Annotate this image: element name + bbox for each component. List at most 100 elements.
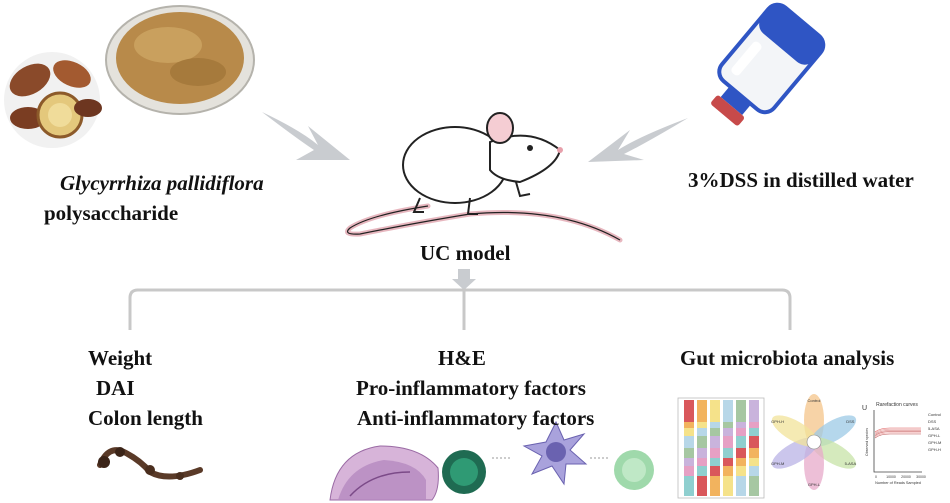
rarefaction-xtick: 10000 bbox=[886, 475, 896, 479]
rarefaction-curve bbox=[874, 432, 921, 438]
right-input-label: 3%DSS in distilled water bbox=[688, 168, 914, 192]
bar-segment bbox=[736, 422, 746, 428]
bar-segment bbox=[736, 428, 746, 436]
bar-segment bbox=[736, 436, 746, 448]
bar-segment bbox=[697, 476, 707, 496]
bar-segment bbox=[749, 428, 759, 436]
bar-segment bbox=[684, 466, 694, 476]
rarefaction-curve bbox=[874, 431, 921, 436]
outcome-bracket bbox=[128, 288, 792, 330]
bar-segment bbox=[723, 458, 733, 466]
bar-segment bbox=[710, 428, 720, 436]
venn-core bbox=[806, 434, 822, 450]
powder-dish-image bbox=[105, 5, 255, 115]
outcome-dai: DAI bbox=[96, 376, 135, 400]
bar-segment bbox=[736, 458, 746, 466]
rarefaction-legend-item: GPH-H bbox=[928, 447, 941, 452]
bar-segment bbox=[710, 422, 720, 428]
venn-petal bbox=[809, 437, 857, 469]
bar-segment bbox=[684, 428, 694, 436]
center-model-label: UC model bbox=[420, 241, 511, 265]
rarefaction-legend-item: Control bbox=[928, 412, 941, 417]
bar-segment bbox=[684, 436, 694, 448]
bar-segment bbox=[684, 448, 694, 458]
venn-label: GPH-M bbox=[771, 461, 784, 466]
bar-segment bbox=[723, 400, 733, 422]
bar-segment bbox=[723, 448, 733, 458]
rarefaction-xtick: 30000 bbox=[916, 475, 926, 479]
rarefaction-ylabel: Observed species bbox=[865, 428, 869, 456]
outcome-he: H&E bbox=[438, 346, 486, 370]
rarefaction-legend-item: GPH-M bbox=[928, 440, 941, 445]
bar-segment bbox=[710, 436, 720, 448]
bar-segment bbox=[749, 476, 759, 496]
bar-segment bbox=[710, 400, 720, 422]
bar-segment bbox=[749, 458, 759, 466]
colon-image bbox=[97, 447, 203, 480]
left-input-label-italic: Glycyrrhiza pallidiflora bbox=[60, 171, 264, 195]
bar-segment bbox=[710, 476, 720, 496]
bar-segment bbox=[697, 448, 707, 458]
venn-label: Control bbox=[808, 398, 821, 403]
dss-bottle-image bbox=[711, 2, 826, 126]
venn-petal bbox=[771, 415, 819, 447]
left-input-label: polysaccharide bbox=[44, 201, 179, 225]
bar-segment bbox=[697, 466, 707, 476]
bar-segment bbox=[684, 476, 694, 496]
stacked-bar-thumbnail bbox=[677, 397, 765, 499]
arrow-down-small bbox=[452, 269, 476, 290]
bar-segment bbox=[710, 448, 720, 458]
arrow-right-to-model bbox=[588, 118, 688, 162]
bar-segment bbox=[749, 466, 759, 476]
licorice-root-image bbox=[4, 52, 102, 148]
arrow-left-to-model bbox=[262, 112, 350, 160]
rarefaction-xtick: 20000 bbox=[901, 475, 911, 479]
bar-segment bbox=[723, 428, 733, 436]
rarefaction-legend-item: 5-ASA bbox=[928, 426, 940, 431]
bar-segment bbox=[736, 476, 746, 496]
bar-segment bbox=[684, 422, 694, 428]
he-tissue-image bbox=[329, 445, 439, 501]
bar-segment bbox=[684, 458, 694, 466]
bar-segment bbox=[736, 400, 746, 422]
rarefaction-xtick: 0 bbox=[875, 475, 877, 479]
venn-label: 5-ASA bbox=[845, 461, 857, 466]
bar-segment bbox=[736, 448, 746, 458]
bar-segment bbox=[749, 422, 759, 428]
rarefaction-title: Rarefaction curves bbox=[876, 402, 918, 408]
bar-segment bbox=[684, 400, 694, 422]
panel-letter: U bbox=[862, 405, 867, 412]
outcome-gut-microbiota: Gut microbiota analysis bbox=[680, 346, 895, 370]
rarefaction-curve bbox=[874, 430, 921, 435]
bar-segment bbox=[723, 436, 733, 448]
outcome-colon-length: Colon length bbox=[88, 406, 203, 430]
bar-segment bbox=[723, 422, 733, 428]
venn-label: DSS bbox=[846, 419, 855, 424]
bar-segment bbox=[736, 466, 746, 476]
bar-segment bbox=[697, 422, 707, 428]
rarefaction-legend-item: DSS bbox=[928, 419, 937, 424]
rarefaction-thumbnail: U Rarefaction curves 0 10000 20000 30000Numbe… bbox=[862, 402, 941, 485]
rarefaction-curve bbox=[874, 428, 921, 434]
bar-segment bbox=[710, 466, 720, 476]
bar-segment bbox=[697, 428, 707, 436]
rarefaction-xlabel: Number of Reads Sampled bbox=[875, 481, 921, 485]
bar-segment bbox=[697, 400, 707, 422]
bar-segment bbox=[723, 476, 733, 496]
outcome-pro-inflammatory: Pro-inflammatory factors bbox=[356, 376, 586, 400]
outcome-weight: Weight bbox=[88, 346, 153, 370]
bar-segment bbox=[710, 458, 720, 466]
venn-label: GPH-L bbox=[808, 482, 821, 487]
immune-cells-image bbox=[442, 420, 654, 494]
bar-segment bbox=[697, 458, 707, 466]
rarefaction-axes bbox=[873, 410, 922, 473]
outcome-anti-inflammatory: Anti-inflammatory factors bbox=[357, 406, 595, 430]
bar-segment bbox=[697, 436, 707, 448]
rarefaction-legend-item: GPH-L bbox=[928, 433, 941, 438]
bar-segment bbox=[723, 466, 733, 476]
rarefaction-curve bbox=[874, 433, 921, 439]
rarefaction-curve bbox=[874, 427, 921, 433]
mouse-icon bbox=[345, 112, 623, 243]
